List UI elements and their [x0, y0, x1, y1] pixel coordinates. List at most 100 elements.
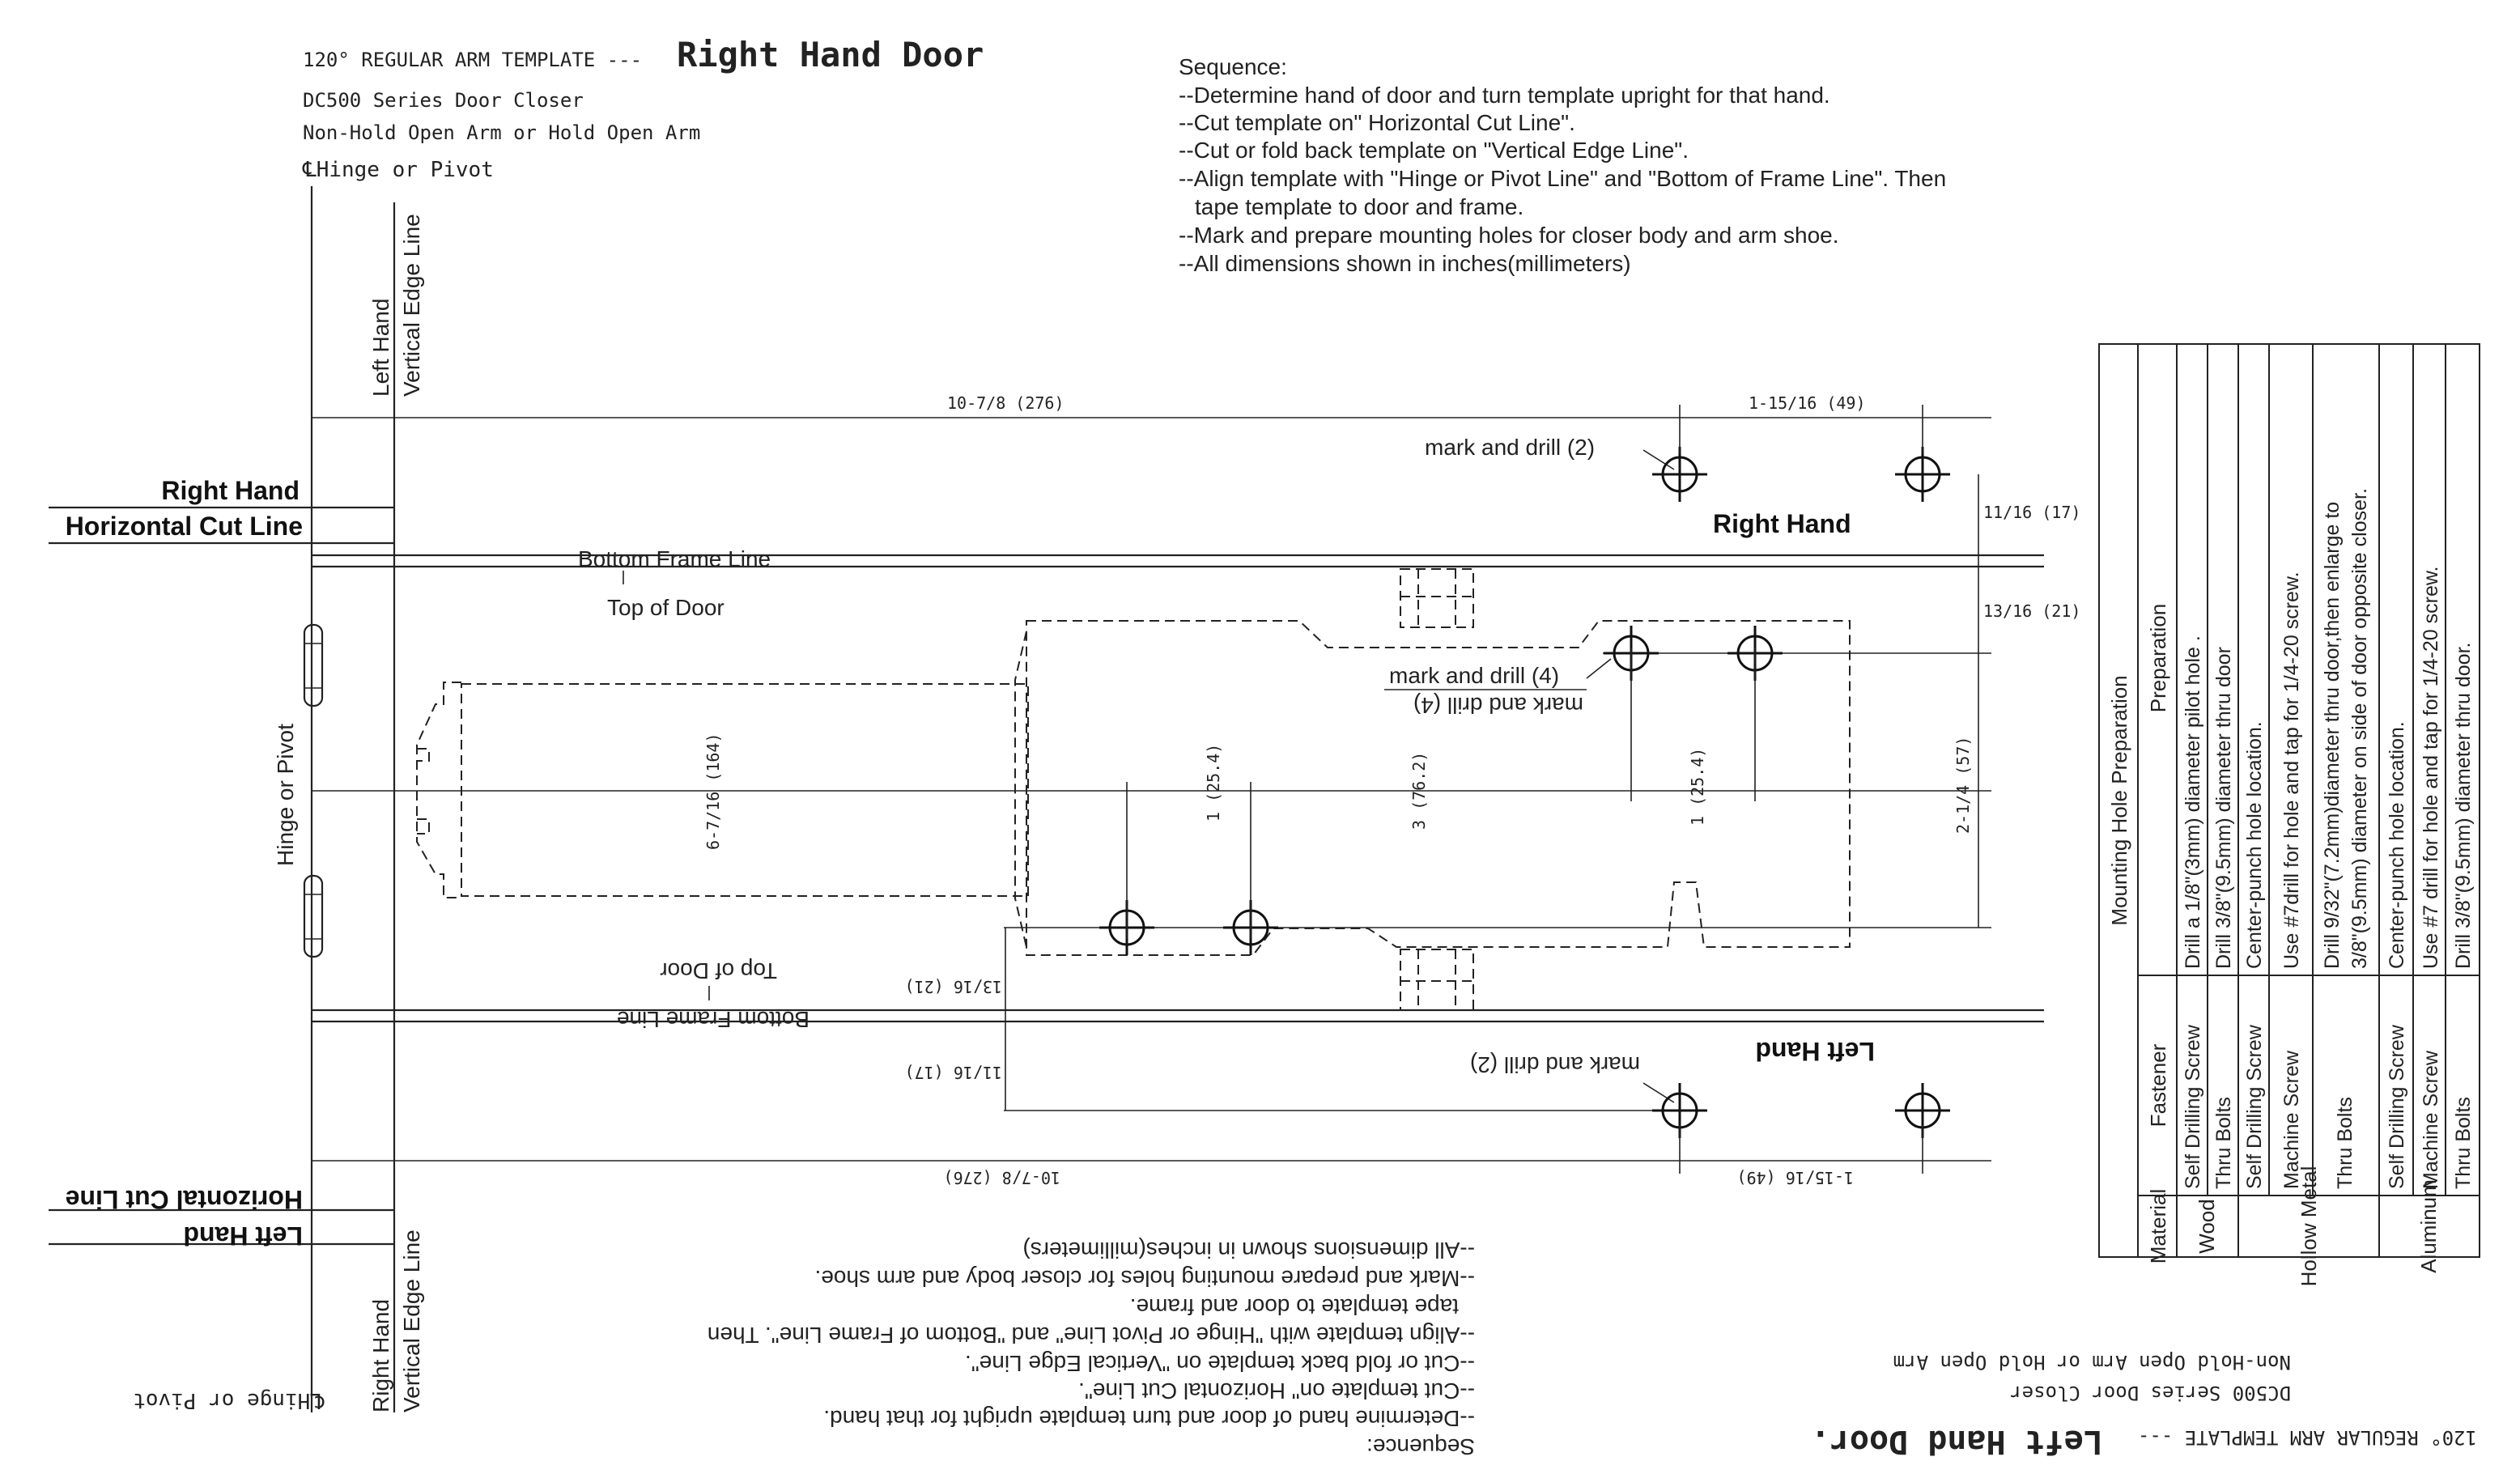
- sequence-title-flipped: Sequence:: [1366, 1434, 1475, 1459]
- reference-lines: [49, 186, 2044, 1412]
- hinge-knuckle-icon: [303, 874, 324, 958]
- right-hand-edge-label: Right Hand: [368, 1299, 393, 1412]
- material-hollow-metal: Hollow Metal: [2297, 1166, 2321, 1287]
- hinge-text-flipped: ℄Hinge or Pivot: [133, 1388, 325, 1412]
- prep-cell: Use #7 drill for hole and tap for 1/4-20…: [2420, 567, 2442, 970]
- right-hand-label: Right Hand: [161, 476, 300, 505]
- left-hand-label-flipped: Left Hand: [183, 1221, 303, 1251]
- drill-marks: [1099, 447, 1950, 1138]
- bottom-frame-label: Bottom Frame Line: [578, 546, 771, 571]
- title-prefix: 120° REGULAR ARM TEMPLATE ---: [303, 49, 642, 71]
- dim-2-1-4: 2-1/4 (57): [1953, 737, 1973, 834]
- table-header-material: Material: [2146, 1189, 2170, 1264]
- closer-body-outline: [416, 568, 1851, 1011]
- vertical-edge-label: Vertical Edge Line: [399, 214, 424, 397]
- sequence-step: --Mark and prepare mounting holes for cl…: [1179, 223, 1839, 248]
- sequence-step: tape template to door and frame.: [1195, 194, 1523, 219]
- dim-11-16: 11/16 (17): [1983, 503, 2080, 522]
- sequence-step-flipped: --Mark and prepare mounting holes for cl…: [814, 1266, 1475, 1291]
- bottom-frame-label-flipped: Bottom Frame Line: [617, 1007, 810, 1032]
- hinge-knuckle-icon: [303, 623, 324, 707]
- prep-cell: Center-punch hole location.: [2386, 721, 2408, 969]
- label-leader: [1642, 1082, 1675, 1103]
- dim-11-16-flipped: 11/16 (17): [905, 1063, 1002, 1082]
- sequence-step-flipped: --All dimensions shown in inches(millime…: [1022, 1238, 1475, 1263]
- sequence-block-flipped: Sequence: --Determine hand of door and t…: [708, 1238, 1475, 1459]
- arm-text-flipped: Non-Hold Open Arm or Hold Open Arm: [1893, 1351, 2291, 1374]
- lh-shoe: [1400, 949, 1474, 1011]
- sequence-step: --All dimensions shown in inches(millime…: [1179, 251, 1631, 276]
- prep-cell: Drill 3/8"(9.5mm) diameter thru door: [2212, 647, 2235, 969]
- series-text-flipped: DC500 Series Door Closer: [2010, 1382, 2291, 1404]
- top-of-door-label: Top of Door: [607, 595, 725, 620]
- fastener-cell: Thru Bolts: [2452, 1097, 2475, 1189]
- sequence-step: --Determine hand of door and turn templa…: [1179, 83, 1830, 108]
- left-hand-field-label-flipped: Left Hand: [1755, 1037, 1875, 1066]
- sequence-step-flipped: --Align template with "Hinge or Pivot Li…: [708, 1323, 1475, 1348]
- title-hand-flipped: Left Hand Door.: [1811, 1423, 2103, 1460]
- horizontal-cut-label: Horizontal Cut Line: [66, 512, 303, 541]
- material-aluminum: Aluminum: [2416, 1179, 2441, 1273]
- top-of-door-label-flipped: Top of Door: [660, 958, 777, 983]
- fastener-cell: Machine Screw: [2420, 1050, 2442, 1189]
- prep-cell: Center-punch hole location.: [2243, 721, 2266, 969]
- table-title: Mounting Hole Preparation: [2107, 675, 2131, 925]
- fastener-cell: Thru Bolts: [2212, 1097, 2235, 1189]
- series-text: DC500 Series Door Closer: [303, 89, 584, 112]
- sequence-step-flipped: tape template to door and frame.: [1130, 1294, 1459, 1319]
- dim-1-b: 1 (25.4): [1688, 748, 1707, 826]
- sequence-step: --Cut template on" Horizontal Cut Line".: [1179, 110, 1575, 135]
- prep-cell-line2: 3/8"(9.5mm) diameter on side of door opp…: [2348, 488, 2371, 969]
- fastener-cell: Self Drilling Screw: [2386, 1024, 2408, 1189]
- dim-1-15-16-flipped: 1-15/16 (49): [1737, 1168, 1855, 1187]
- mounting-hole-table: Mounting Hole Preparation Material Faste…: [2098, 343, 2480, 1287]
- prep-cell: Drill 3/8"(9.5mm) diameter thru door.: [2452, 643, 2475, 969]
- sequence-block: Sequence: --Determine hand of door and t…: [1179, 54, 1946, 276]
- title-block: 120° REGULAR ARM TEMPLATE --- Right Hand…: [302, 35, 984, 182]
- dim-1-a: 1 (25.4): [1204, 744, 1223, 822]
- closer-valve-detail: [417, 818, 430, 835]
- label-leader: [1642, 449, 1675, 470]
- prep-cell: Use #7drill for hole and tap for 1/4-20 …: [2280, 571, 2303, 969]
- dim-6-7-16: 6-7/16 (164): [703, 733, 723, 851]
- hinge-knuckles: [303, 623, 324, 958]
- drill-mark-icon: [1895, 447, 1950, 502]
- mark-drill-4-label: mark and drill (4): [1389, 663, 1559, 688]
- title-hand: Right Hand Door: [677, 35, 984, 74]
- sequence-step: --Cut or fold back template on "Vertical…: [1179, 138, 1689, 163]
- dim-3: 3 (76.2): [1409, 752, 1429, 830]
- closer-end-cap: [1014, 631, 1027, 948]
- prep-cell: Drill a 1/8"(3mm) diameter pilot hole .: [2182, 635, 2204, 969]
- dim-10-7-8: 10-7/8 (276): [947, 393, 1065, 413]
- label-leader: [1586, 658, 1612, 679]
- right-hand-field-label: Right Hand: [1713, 509, 1851, 538]
- title-block-flipped: 120° REGULAR ARM TEMPLATE --- Left Hand …: [133, 1351, 2477, 1460]
- sequence-step-flipped: --Cut template on" Horizontal Cut Line".: [1078, 1378, 1475, 1404]
- sequence-step: --Align template with "Hinge or Pivot Li…: [1179, 166, 1946, 191]
- dim-10-7-8-flipped: 10-7/8 (276): [944, 1168, 1061, 1187]
- dim-13-16-flipped: 13/16 (21): [905, 977, 1002, 996]
- sequence-step-flipped: --Cut or fold back template on "Vertical…: [965, 1351, 1475, 1376]
- fastener-cell: Self Drilling Screw: [2182, 1024, 2204, 1189]
- left-hand-edge-label: Left Hand: [368, 299, 393, 397]
- title-prefix-flipped: 120° REGULAR ARM TEMPLATE ---: [2138, 1426, 2477, 1449]
- sequence-step-flipped: --Determine hand of door and turn templa…: [823, 1406, 1475, 1431]
- reference-labels: Left Hand Vertical Edge Line Right Hand …: [66, 214, 1875, 1412]
- hinge-text: ℄Hinge or Pivot: [302, 158, 494, 182]
- arm-text: Non-Hold Open Arm or Hold Open Arm: [303, 121, 700, 144]
- rh-shoe: [1400, 568, 1474, 628]
- mark-drill-4-label-flipped: mark and drill (4): [1413, 693, 1583, 718]
- fastener-cell: Self Drilling Screw: [2243, 1024, 2266, 1189]
- dim-1-15-16: 1-15/16 (49): [1749, 393, 1866, 413]
- prep-cell: Drill 9/32"(7.2mm)diameter thru door,the…: [2321, 502, 2344, 969]
- closer-valve-detail: [417, 748, 430, 762]
- closer-valve-end: [416, 682, 461, 898]
- table-header-fastener: Fastener: [2146, 1043, 2170, 1127]
- material-wood: Wood: [2195, 1199, 2219, 1253]
- fastener-cell: Machine Screw: [2280, 1050, 2303, 1189]
- horizontal-cut-label-flipped: Horizontal Cut Line: [66, 1185, 303, 1214]
- table-header-preparation: Preparation: [2146, 604, 2170, 712]
- dimension-lines: 10-7/8 (276) 1-15/16 (49) 11/16 (17) 13/…: [703, 393, 2080, 1187]
- closer-cylinder: [461, 683, 1029, 897]
